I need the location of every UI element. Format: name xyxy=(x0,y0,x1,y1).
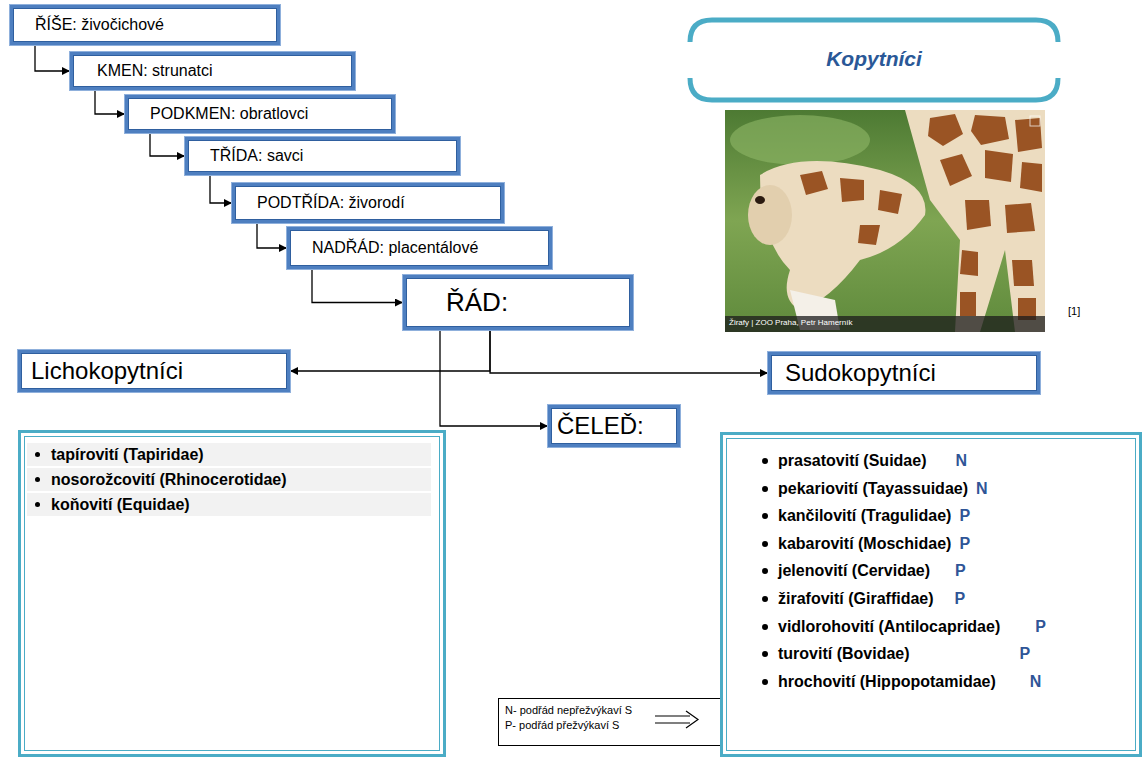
banner-top-band xyxy=(690,20,1058,42)
box-label: KMEN: strunatci xyxy=(97,62,213,80)
list-row: turovití (Bovidae) P xyxy=(723,641,1030,667)
box-label: ČELEĎ: xyxy=(557,412,644,440)
suborder-letter: N xyxy=(955,452,967,470)
family-list: prasatovití (Suidae) Npekariovití (Tayass… xyxy=(720,432,1142,757)
legend-line: N- podřád nepřežvýkaví S xyxy=(505,703,753,718)
superorder-box: NADŘÁD: placentálové xyxy=(287,227,552,269)
list-row: koňovití (Equidae) xyxy=(27,493,431,516)
suborder-letter: P xyxy=(959,535,970,553)
family-name: nosorožcovití (Rhinocerotidae) xyxy=(51,471,287,489)
list-row: tapírovití (Tapiridae) xyxy=(27,443,431,466)
double-arrow-head xyxy=(686,711,698,728)
subphylum-box: PODKMEN: obratlovci xyxy=(125,95,395,133)
suborder-letter: N xyxy=(1030,673,1042,691)
bullet-dot xyxy=(35,452,40,457)
connector-arrow xyxy=(490,330,768,373)
connector-arrow xyxy=(257,223,287,248)
suborder-letter: P xyxy=(1020,645,1031,663)
list-row: žirafovití (Giraffidae) P xyxy=(723,586,965,612)
citation-number: [1] xyxy=(1068,305,1080,317)
bullet-dot xyxy=(762,596,768,602)
family-box: ČELEĎ: xyxy=(548,405,680,447)
banner-title: Kopytníci xyxy=(826,47,922,71)
suborder-letter: P xyxy=(1035,618,1046,636)
suborder-letter: P xyxy=(959,507,970,525)
list-row: prasatovití (Suidae) N xyxy=(723,448,967,474)
bullet-dot xyxy=(35,502,40,507)
list-row: nosorožcovití (Rhinocerotidae) xyxy=(27,468,431,491)
family-name: vidlorohovití (Antilocapridae) xyxy=(778,618,1000,636)
family-name: tapírovití (Tapiridae) xyxy=(51,446,204,464)
connector-arrow xyxy=(290,330,490,371)
list-row: pekariovití (Tayassuidae) N xyxy=(723,476,988,502)
suborder-letter: P xyxy=(955,562,966,580)
bullet-dot xyxy=(762,486,768,492)
box-label: Sudokopytníci xyxy=(785,359,936,387)
family-name: prasatovití (Suidae) xyxy=(778,452,926,470)
family-name: kančilovití (Tragulidae) xyxy=(778,507,951,525)
box-label: PODTŘÍDA: živorodí xyxy=(257,194,405,212)
double-arrow-shaft xyxy=(655,716,690,723)
title-banner: Kopytníci xyxy=(688,18,1060,100)
list-row: vidlorohovití (Antilocapridae) P xyxy=(723,614,1046,640)
bullet-dot xyxy=(762,458,768,464)
connector-arrow xyxy=(440,330,548,426)
connector-arrow xyxy=(150,133,185,156)
class-box: TŘÍDA: savci xyxy=(185,137,460,175)
bullet-dot xyxy=(35,477,40,482)
bullet-dot xyxy=(762,679,768,685)
list-row: kančilovití (Tragulidae) P xyxy=(723,503,970,529)
family-name: koňovití (Equidae) xyxy=(51,496,190,514)
suborder-letter: N xyxy=(976,480,988,498)
connector-arrow xyxy=(312,269,403,303)
order-name-box: Lichokopytníci xyxy=(18,350,290,392)
kingdom-box: ŘÍŠE: živočichové xyxy=(10,5,280,45)
box-label: TŘÍDA: savci xyxy=(210,147,303,165)
subclass-box: PODTŘÍDA: živorodí xyxy=(232,183,504,223)
box-label: ŘÍŠE: živočichové xyxy=(35,16,164,34)
connector-arrow xyxy=(35,45,70,71)
family-name: žirafovití (Giraffidae) xyxy=(778,590,934,608)
list-row: kabarovití (Moschidae) P xyxy=(723,531,970,557)
box-label: ŘÁD: xyxy=(446,287,508,318)
family-name: kabarovití (Moschidae) xyxy=(778,535,951,553)
family-name: hrochovití (Hippopotamidae) xyxy=(778,673,996,691)
suborder-letter: P xyxy=(955,590,966,608)
connector-arrow xyxy=(95,90,125,114)
family-list: tapírovití (Tapiridae) nosorožcovití (Rhi… xyxy=(18,430,446,757)
family-name: turovití (Bovidae) xyxy=(778,645,910,663)
bullet-dot xyxy=(762,541,768,547)
photo-credit: Žirafy | ZOO Praha, Petr Hamerník xyxy=(729,318,852,327)
bullet-dot xyxy=(762,651,768,657)
connector-arrow xyxy=(210,175,232,203)
family-name: jelenovití (Cervidae) xyxy=(778,562,930,580)
bullet-dot xyxy=(762,624,768,630)
phylum-box: KMEN: strunatci xyxy=(70,52,355,90)
family-name: pekariovití (Tayassuidae) xyxy=(778,480,968,498)
legend-line: P- podřád přežvýkaví S xyxy=(505,718,753,733)
list-row: jelenovití (Cervidae) P xyxy=(723,558,966,584)
banner-bottom-band xyxy=(690,78,1058,100)
box-label: NADŘÁD: placentálové xyxy=(312,239,478,257)
box-label: PODKMEN: obratlovci xyxy=(150,105,308,123)
order-name-box: Sudokopytníci xyxy=(768,352,1040,394)
box-label: Lichokopytníci xyxy=(31,357,183,385)
bullet-dot xyxy=(762,513,768,519)
list-row: hrochovití (Hippopotamidae) N xyxy=(723,669,1041,695)
bullet-dot xyxy=(762,568,768,574)
order-box: ŘÁD: xyxy=(403,275,633,330)
